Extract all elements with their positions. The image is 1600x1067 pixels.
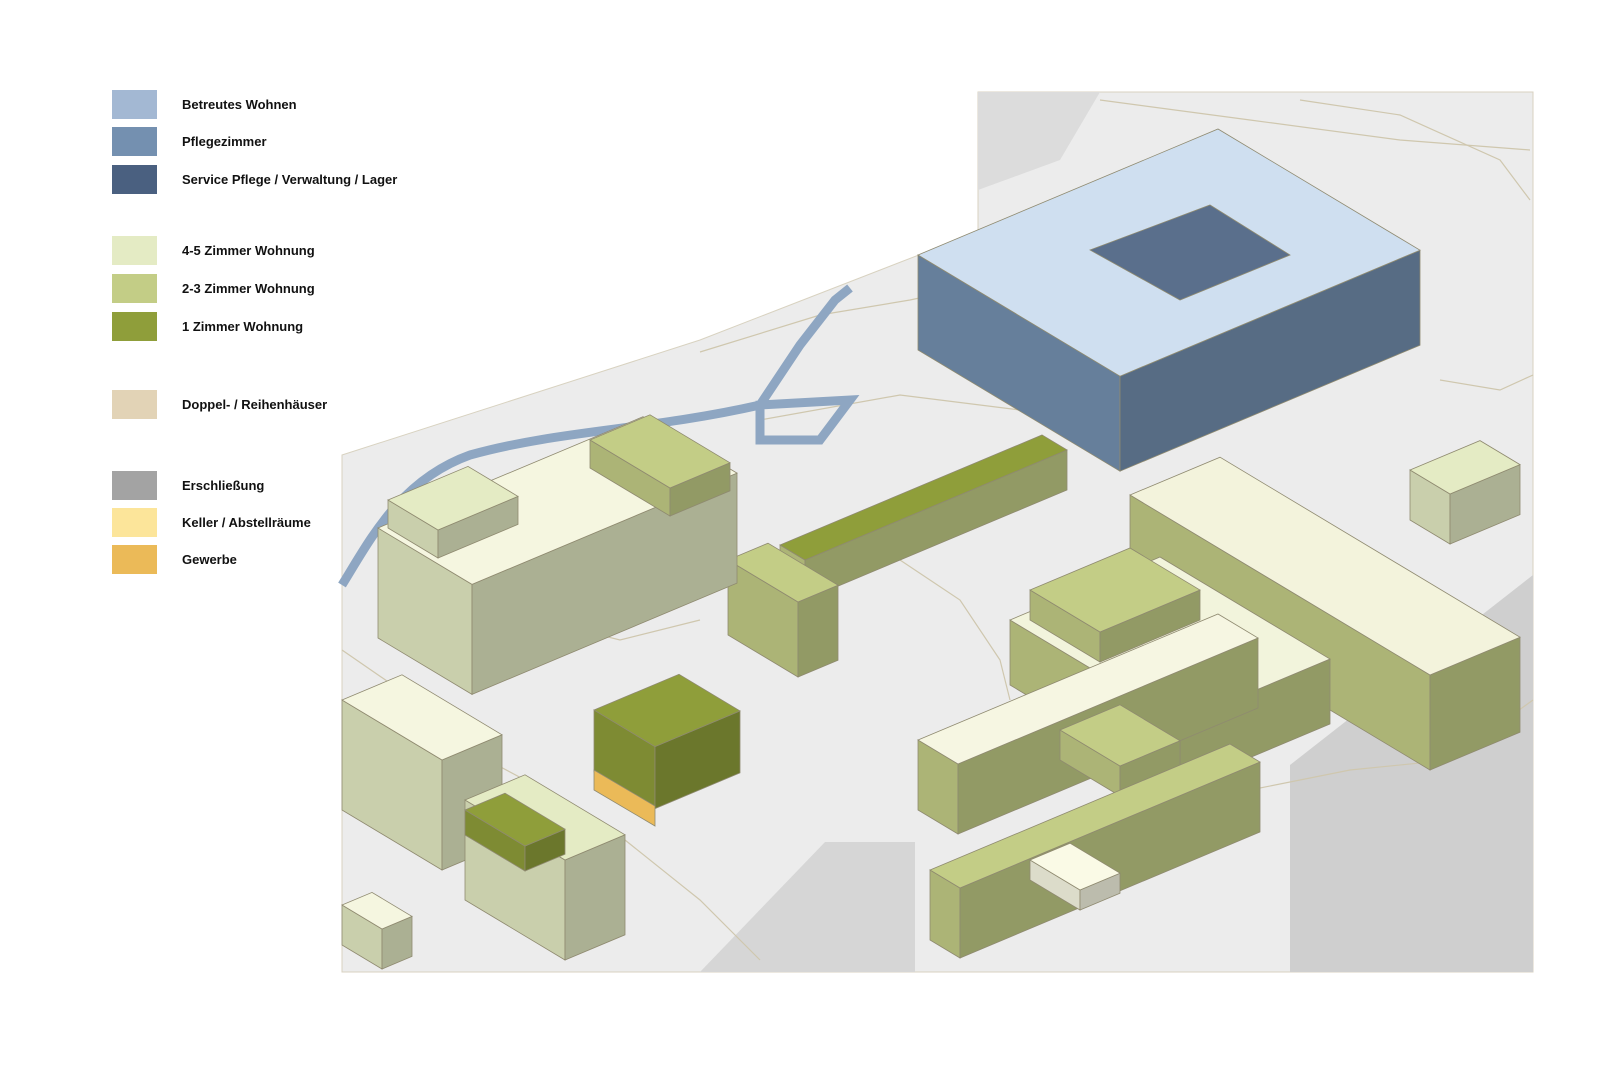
- legend-item-4-5-zimmer: 4-5 Zimmer Wohnung: [112, 236, 315, 265]
- building-roof: [589, 414, 731, 489]
- legend-label: Gewerbe: [182, 552, 237, 567]
- legend-swatch: [112, 165, 157, 194]
- building-roof: [341, 891, 413, 930]
- building-roof: [464, 792, 566, 847]
- courtyard: [1089, 204, 1291, 301]
- legend-label: 4-5 Zimmer Wohnung: [182, 243, 315, 258]
- legend-label: Pflegezimmer: [182, 134, 267, 149]
- buildings: [341, 128, 1521, 970]
- legend-label: 1 Zimmer Wohnung: [182, 319, 304, 334]
- legend-item-1-zimmer: 1 Zimmer Wohnung: [112, 312, 303, 341]
- building-roof: [779, 434, 1068, 561]
- legend-item-erschliessung: Erschließung: [112, 471, 264, 500]
- building-roof: [1029, 547, 1201, 633]
- legend-swatch: [112, 312, 157, 341]
- legend-label: Service Pflege / Verwaltung / Lager: [182, 172, 398, 187]
- legend-label: Betreutes Wohnen: [182, 97, 297, 112]
- building-roof: [341, 674, 503, 761]
- legend-item-gewerbe: Gewerbe: [112, 545, 237, 574]
- building-roof: [1129, 456, 1521, 676]
- legend-swatch: [112, 90, 157, 119]
- legend-swatch: [112, 390, 157, 419]
- building-roof: [387, 465, 519, 531]
- building-roof: [929, 743, 1261, 889]
- legend-swatch: [112, 545, 157, 574]
- retaining-wall: [700, 842, 915, 972]
- building-roof: [727, 542, 839, 603]
- legend-label: Erschließung: [182, 478, 265, 493]
- legend-label: Doppel- / Reihenhäuser: [182, 397, 328, 412]
- legend-label: 2-3 Zimmer Wohnung: [182, 281, 315, 296]
- legend-swatch: [112, 508, 157, 537]
- legend-item-service: Service Pflege / Verwaltung / Lager: [112, 165, 397, 194]
- legend-label: Keller / Abstellräume: [182, 515, 311, 530]
- legend-swatch: [112, 471, 157, 500]
- legend-swatch: [112, 274, 157, 303]
- legend-item-pflegezimmer: Pflegezimmer: [112, 127, 267, 156]
- building-roof: [1029, 842, 1121, 891]
- legend-item-2-3-zimmer: 2-3 Zimmer Wohnung: [112, 274, 315, 303]
- legend-swatch: [112, 127, 157, 156]
- legend-swatch: [112, 236, 157, 265]
- legend-item-reihenhaeuser: Doppel- / Reihenhäuser: [112, 390, 327, 419]
- building-roof: [1059, 704, 1181, 767]
- legend-item-betreutes-wohnen: Betreutes Wohnen: [112, 90, 297, 119]
- building-roof: [1409, 440, 1521, 495]
- legend-item-keller: Keller / Abstellräume: [112, 508, 311, 537]
- building-roof: [593, 673, 741, 748]
- building-roof: [917, 613, 1259, 765]
- gewerbe-base: [593, 769, 656, 827]
